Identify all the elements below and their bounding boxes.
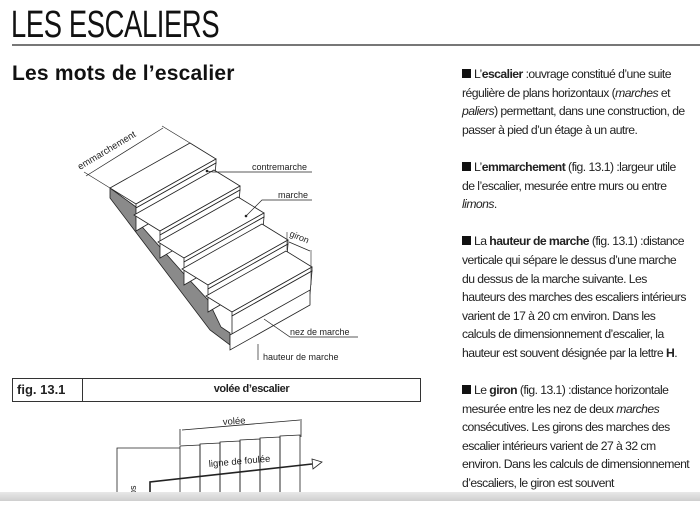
text: Le	[474, 383, 490, 398]
label-ligne-de-foulee: ligne de foulée	[208, 454, 271, 470]
label-hauteur-de-marche: hauteur de marche	[263, 352, 339, 362]
emphasis: H	[666, 345, 675, 360]
text: et	[658, 85, 671, 100]
text: (fig. 13.1) :distance horizontale mesuré…	[462, 383, 669, 416]
bullet-square-icon	[462, 236, 471, 246]
definition-emmarchement: L’emmarchement (fig. 13.1) :largeur util…	[462, 158, 690, 214]
text: consécutives. Les girons des marches des…	[462, 420, 690, 491]
caption-divider	[82, 379, 83, 401]
label-contremarche: contremarche	[252, 162, 307, 172]
figure-number: fig. 13.1	[17, 382, 66, 397]
term: escalier	[481, 67, 524, 81]
figure-caption-bar: fig. 13.1 volée d’escalier	[12, 378, 421, 402]
stair-illustration: emmarchement contremarche marche giron n…	[76, 125, 358, 500]
bullet-square-icon	[462, 385, 471, 395]
text: :ouvrage constitué d’une suite régulière…	[462, 67, 672, 100]
text: ) permettant, dans une construction, de …	[462, 104, 685, 137]
extension-line	[161, 125, 191, 144]
term: giron	[489, 383, 518, 398]
page-title: LES ESCALIERS	[11, 4, 220, 46]
stair-bottom-riser	[229, 289, 311, 351]
term: hauteur de marche	[489, 234, 589, 249]
bullet-square-icon	[462, 161, 471, 171]
emphasis: limons	[462, 197, 494, 212]
title-rule	[12, 44, 700, 46]
definition-escalier: L’escalier :ouvrage constitué d’une suit…	[462, 65, 690, 139]
emmarchement-dimension-line	[85, 127, 164, 177]
emphasis: paliers	[462, 104, 495, 119]
text: L’	[474, 67, 482, 81]
term: emmarchement	[481, 159, 566, 174]
text: .	[674, 345, 678, 360]
bullet-square-icon	[462, 69, 471, 78]
label-volee: volée	[222, 415, 245, 428]
page-bottom-shadow	[0, 492, 700, 501]
label-nez-de-marche: nez de marche	[290, 327, 350, 337]
label-emmarchement: emmarchement	[76, 129, 139, 173]
emphasis: marches	[615, 85, 659, 100]
text: La	[474, 234, 490, 249]
text: (fig. 13.1) :largeur utile de l’escalier…	[462, 159, 676, 193]
definitions-column: L’escalier :ouvrage constitué d’une suit…	[462, 65, 690, 511]
stair-drawing	[109, 142, 313, 351]
label-marche: marche	[278, 190, 308, 200]
definition-giron: Le giron (fig. 13.1) :distance horizonta…	[462, 381, 690, 493]
text: (fig. 13.1) :distance verticale qui sépa…	[462, 234, 686, 360]
text: L’	[474, 159, 482, 174]
section-title: Les mots de l’escalier	[12, 62, 235, 85]
figure-caption: volée d’escalier	[213, 383, 290, 395]
definition-hauteur-de-marche: La hauteur de marche (fig. 13.1) :distan…	[462, 232, 690, 362]
emphasis: marches	[616, 401, 660, 416]
volee-dimension-line	[181, 419, 301, 431]
text: .	[493, 197, 497, 212]
extension-line	[83, 171, 111, 189]
